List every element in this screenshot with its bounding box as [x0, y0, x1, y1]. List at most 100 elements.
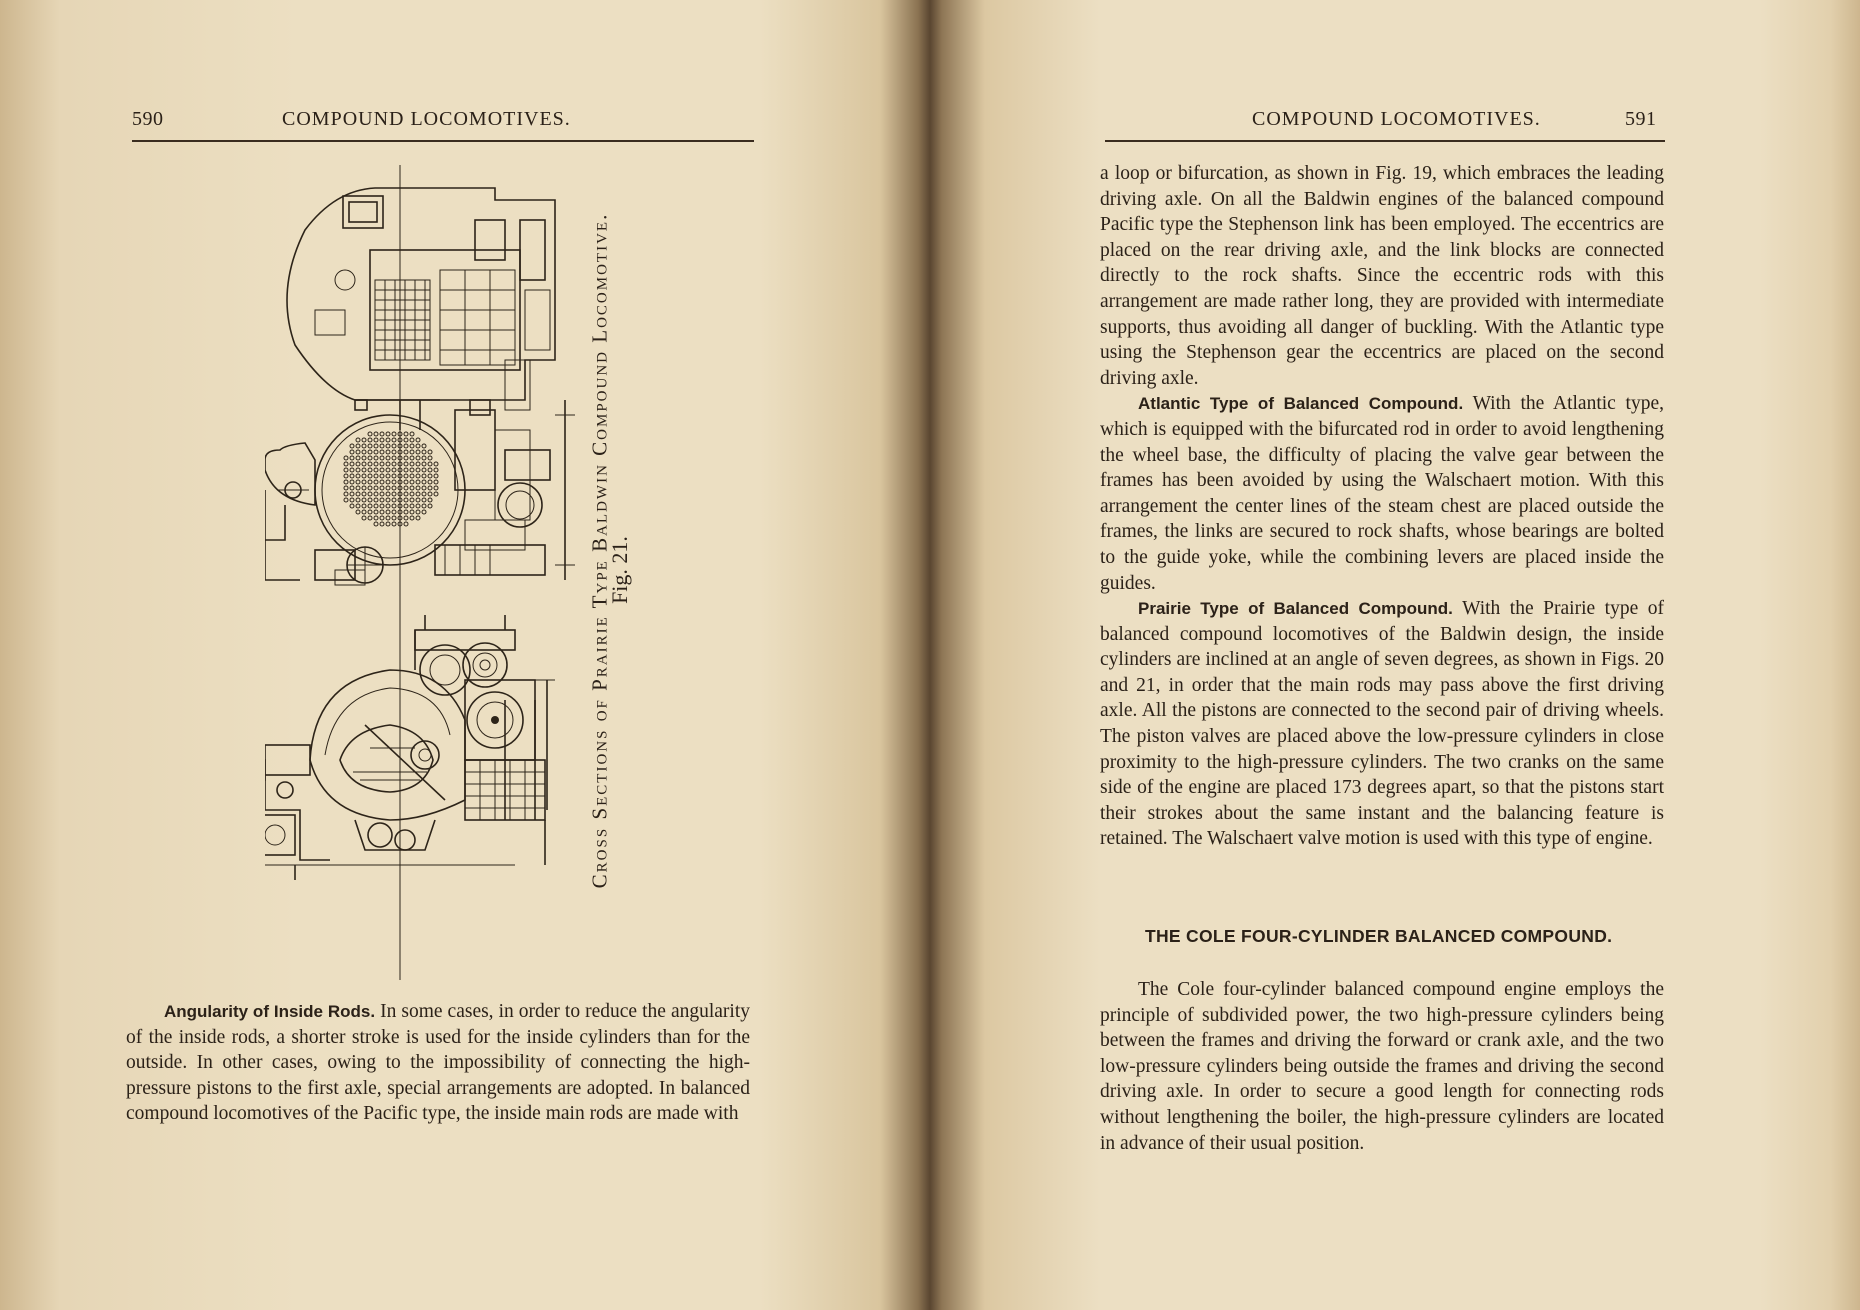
boiler-tube [427, 473, 433, 479]
boiler-tube [379, 443, 385, 449]
boiler-tube [409, 485, 415, 491]
boiler-tube [415, 443, 421, 449]
boiler-tube [415, 485, 421, 491]
running-head-right: COMPOUND LOCOMOTIVES. [1252, 108, 1541, 130]
boiler-tube [391, 461, 397, 467]
cross-section-drawing [265, 165, 575, 980]
boiler-tube [361, 503, 367, 509]
boiler-tube [379, 491, 385, 497]
boiler-tube [409, 491, 415, 497]
boiler-tube [343, 479, 349, 485]
boiler-tube [355, 449, 361, 455]
boiler-tube [379, 521, 385, 527]
boiler-tube [355, 455, 361, 461]
boiler-tube [391, 485, 397, 491]
boiler-tube [421, 509, 427, 515]
right-body-text: a loop or bifurcation, as shown in Fig. … [1100, 161, 1664, 852]
angularity-text: In some cases, in order to reduce the an… [126, 1001, 750, 1125]
boiler-tube [355, 437, 361, 443]
boiler-tube [385, 443, 391, 449]
boiler-tube [367, 461, 373, 467]
prairie-text: With the Prairie type of balanced compou… [1100, 598, 1665, 850]
boiler-tube [403, 515, 409, 521]
atlantic-text: With the Atlantic type, which is equippe… [1100, 393, 1665, 594]
paragraph-cole: The Cole four-cylinder balanced compound… [1100, 979, 1664, 1154]
boiler-tube [433, 473, 439, 479]
boiler-tube [361, 467, 367, 473]
boiler-tube [355, 491, 361, 497]
boiler-tube [397, 431, 403, 437]
boiler-tube [373, 497, 379, 503]
boiler-tube [409, 503, 415, 509]
boiler-tube [343, 461, 349, 467]
boiler-tube [385, 473, 391, 479]
boiler-tube [373, 461, 379, 467]
boiler-tube [415, 461, 421, 467]
boiler-tube [415, 437, 421, 443]
boiler-tube [373, 443, 379, 449]
boiler-tube [391, 521, 397, 527]
boiler-tube [397, 443, 403, 449]
boiler-tube [367, 449, 373, 455]
boiler-tube [427, 485, 433, 491]
boiler-tube [367, 443, 373, 449]
head-rule-right [1105, 140, 1665, 142]
boiler-tube [409, 461, 415, 467]
boiler-tube [379, 509, 385, 515]
boiler-tube [343, 491, 349, 497]
boiler-tube [385, 503, 391, 509]
boiler-tube [421, 497, 427, 503]
cylinder-section [265, 615, 555, 880]
head-rule-left [132, 140, 754, 142]
page-number-right: 591 [1625, 108, 1657, 130]
boiler-tube [397, 467, 403, 473]
boiler-tube [367, 497, 373, 503]
boiler-tube [361, 455, 367, 461]
boiler-tube [433, 485, 439, 491]
boiler-tube [415, 509, 421, 515]
boiler-tube [433, 467, 439, 473]
boiler-tube [403, 497, 409, 503]
boiler-tube [397, 437, 403, 443]
boiler-tube [349, 467, 355, 473]
section-heading-cole: THE COLE FOUR-CYLINDER BALANCED COMPOUND… [1145, 926, 1613, 946]
boiler-tube [403, 467, 409, 473]
boiler-tube [355, 479, 361, 485]
boiler-tube [397, 449, 403, 455]
boiler-tube [385, 491, 391, 497]
boiler-tube [379, 461, 385, 467]
page-number-left: 590 [132, 108, 164, 130]
boiler-tube [409, 431, 415, 437]
boiler-tube [403, 443, 409, 449]
boiler-tube [385, 449, 391, 455]
figure-label-area: Fig. 21. [600, 510, 640, 630]
boiler-tube [421, 449, 427, 455]
boiler-tube [349, 449, 355, 455]
boiler-tube [397, 461, 403, 467]
boiler-tube [373, 491, 379, 497]
boiler-tube [385, 455, 391, 461]
runin-heading-prairie: Prairie Type of Balanced Compound. [1138, 599, 1453, 619]
boiler-tube [415, 473, 421, 479]
boiler-tube [349, 503, 355, 509]
boiler-tube [367, 503, 373, 509]
boiler-tube [415, 455, 421, 461]
boiler-tube [427, 497, 433, 503]
boiler-tube [379, 455, 385, 461]
boiler-tube [391, 431, 397, 437]
boiler-tube [421, 479, 427, 485]
boiler-tube [415, 467, 421, 473]
boiler-tube [361, 509, 367, 515]
boiler-tube [379, 515, 385, 521]
boiler-tube [385, 431, 391, 437]
boiler-tube [403, 503, 409, 509]
boiler-tube [391, 443, 397, 449]
boiler-tube [403, 449, 409, 455]
boiler-tube [409, 467, 415, 473]
boiler-tube [373, 515, 379, 521]
boiler-tube [373, 509, 379, 515]
boiler-tube [379, 479, 385, 485]
boiler-tube [379, 437, 385, 443]
boiler-tube [427, 449, 433, 455]
boiler-tube [361, 437, 367, 443]
